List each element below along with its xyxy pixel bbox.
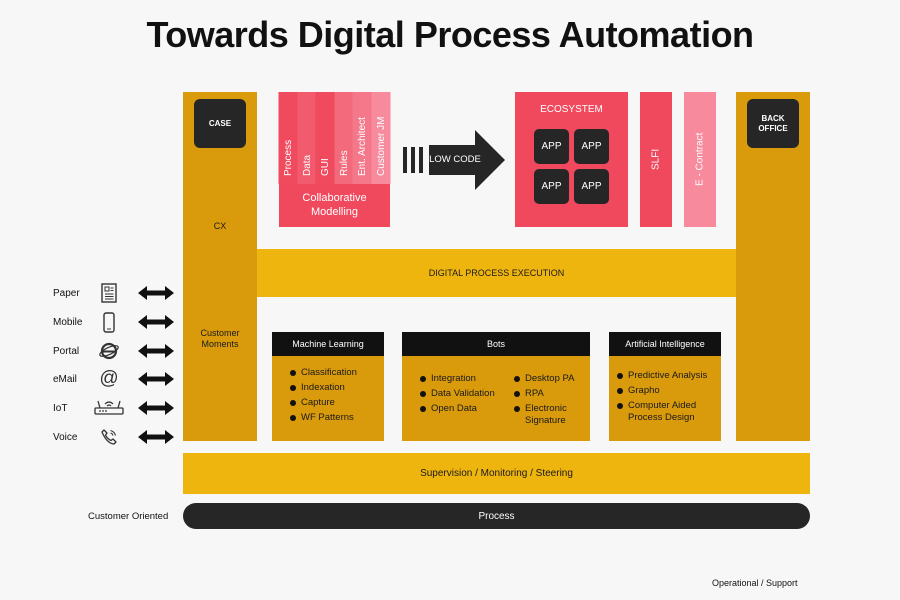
- back-office-column: [736, 92, 810, 441]
- double-arrow-icon: [138, 430, 174, 444]
- e-contract-bar: E - Contract: [684, 92, 716, 227]
- ecosystem-block: ECOSYSTEM APP APP APP APP: [515, 92, 628, 227]
- list-item: Integration: [418, 373, 495, 385]
- list-item: Computer Aided Process Design: [615, 400, 721, 424]
- app-tile: APP: [534, 169, 569, 204]
- app-tile: APP: [574, 169, 609, 204]
- double-arrow-icon: [138, 286, 174, 300]
- supervision-bar: Supervision / Monitoring / Steering: [183, 453, 810, 494]
- collab-columns: Process Data GUI Rules Ent. Architect Cu…: [279, 92, 390, 184]
- digital-process-execution-bar: DIGITAL PROCESS EXECUTION: [257, 249, 736, 297]
- list-item: Grapho: [615, 385, 721, 397]
- collab-column-process: Process: [279, 92, 298, 184]
- list-item: Capture: [288, 397, 384, 409]
- machine-learning-title: Machine Learning: [272, 332, 384, 356]
- collab-column-gui: GUI: [316, 92, 335, 184]
- cx-label: CX: [213, 221, 227, 231]
- bots-list-left: Integration Data Validation Open Data: [418, 373, 495, 418]
- list-item: RPA: [512, 388, 574, 400]
- ecosystem-label: ECOSYSTEM: [540, 104, 603, 115]
- list-item: Desktop PA: [512, 373, 574, 385]
- channel-label-paper: Paper: [53, 288, 80, 299]
- double-arrow-icon: [138, 344, 174, 358]
- operational-support-label: Operational / Support: [712, 578, 798, 588]
- artificial-intelligence-list: Predictive Analysis Grapho Computer Aide…: [615, 370, 721, 424]
- collab-column-customer-jm: Customer JM: [371, 92, 390, 184]
- list-item: Data Validation: [418, 388, 495, 400]
- channel-label-voice: Voice: [53, 432, 78, 443]
- customer-moments-label: Customer Moments: [200, 328, 240, 349]
- app-tile: APP: [534, 129, 569, 164]
- machine-learning-panel: Machine Learning Classification Indexati…: [272, 332, 384, 441]
- list-item: WF Patterns: [288, 412, 384, 424]
- list-item: Open Data: [418, 403, 495, 415]
- low-code-label: LOW CODE: [429, 154, 481, 165]
- app-tile: APP: [574, 129, 609, 164]
- bots-panel: Bots Integration Data Validation Open Da…: [402, 332, 590, 441]
- artificial-intelligence-panel: Artificial Intelligence Predictive Analy…: [609, 332, 721, 441]
- page-title: Towards Digital Process Automation: [146, 14, 754, 55]
- channel-label-mobile: Mobile: [53, 317, 83, 328]
- back-office-box: BACK OFFICE: [747, 99, 799, 148]
- mobile-icon: [98, 311, 120, 333]
- low-code-arrow: LOW CODE: [403, 128, 507, 192]
- double-arrow-icon: [138, 372, 174, 386]
- channel-label-iot: IoT: [53, 403, 68, 414]
- bots-list-right: Desktop PA RPA Electronic Signature: [512, 373, 574, 430]
- collab-column-rules: Rules: [334, 92, 353, 184]
- list-item: Classification: [288, 367, 384, 379]
- document-icon: [98, 282, 120, 304]
- slfi-bar: SLFI: [640, 92, 672, 227]
- list-item: Predictive Analysis: [615, 370, 721, 382]
- channel-label-email: eMail: [53, 374, 77, 385]
- machine-learning-list: Classification Indexation Capture WF Pat…: [288, 367, 384, 424]
- process-bar: Process: [183, 503, 810, 529]
- browser-icon: [98, 340, 120, 362]
- channel-label-portal: Portal: [53, 346, 80, 357]
- collab-column-data: Data: [297, 92, 316, 184]
- artificial-intelligence-title: Artificial Intelligence: [609, 332, 721, 356]
- double-arrow-icon: [138, 315, 174, 329]
- double-arrow-icon: [138, 401, 174, 415]
- customer-oriented-label: Customer Oriented: [88, 511, 169, 522]
- collaborative-modelling-block: Process Data GUI Rules Ent. Architect Cu…: [279, 92, 390, 227]
- router-icon: [92, 397, 126, 419]
- phone-icon: [98, 426, 120, 448]
- collab-column-ent-architect: Ent. Architect: [353, 92, 372, 184]
- case-box: CASE: [194, 99, 246, 148]
- collab-label: Collaborative Modelling: [302, 192, 367, 218]
- list-item: Electronic Signature: [512, 403, 574, 427]
- list-item: Indexation: [288, 382, 384, 394]
- cx-column: [183, 92, 257, 441]
- bots-title: Bots: [402, 332, 590, 356]
- at-icon: @: [99, 368, 119, 389]
- channel-list: Paper Mobile Portal eMail IoT Voice @: [0, 280, 183, 450]
